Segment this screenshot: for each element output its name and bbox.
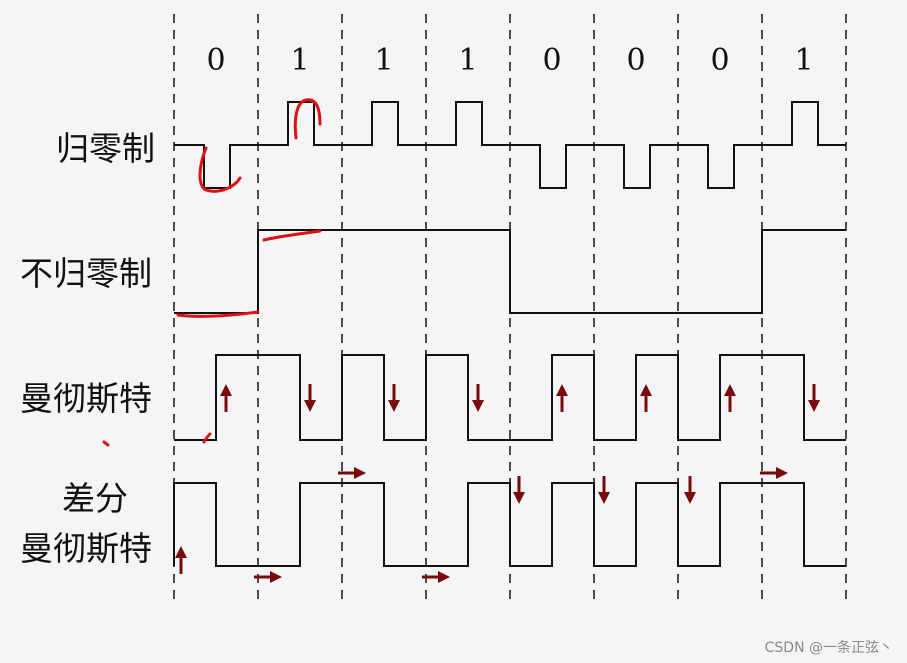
manchester-label: 曼彻斯特 — [20, 379, 152, 418]
rz-waveform — [174, 101, 846, 189]
csdn-watermark: CSDN @一条正弦丶 — [764, 640, 893, 656]
diff-manchester-label-line1: 差分 — [62, 479, 128, 518]
bit-value-label: 1 — [374, 43, 393, 78]
transition-arrow-up — [640, 384, 652, 412]
annotation-nrz-low — [176, 310, 260, 318]
transition-arrow-up — [220, 384, 232, 412]
nrz-waveform — [174, 229, 846, 314]
bit-value-label: 0 — [542, 43, 561, 78]
annotation-rz-bit1 — [293, 98, 322, 140]
transition-arrow-down — [513, 476, 525, 504]
transition-arrow-up — [556, 384, 568, 412]
transition-arrow-right — [338, 467, 366, 479]
transition-arrow-down — [684, 476, 696, 504]
bit-value-label: 1 — [290, 43, 309, 78]
bit-value-label: 0 — [206, 43, 225, 78]
annotation-dot — [102, 440, 110, 447]
nrz-label: 不归零制 — [20, 254, 152, 293]
transition-arrow-up — [175, 546, 187, 574]
transition-arrow-right — [760, 467, 788, 479]
handwritten-annotations — [102, 98, 322, 447]
annotation-manchester-start — [202, 432, 212, 444]
transition-arrow-right — [254, 571, 282, 583]
transition-arrow-down — [472, 384, 484, 412]
bit-value-label: 0 — [626, 43, 645, 78]
transition-arrows — [175, 384, 820, 583]
transition-arrow-down — [388, 384, 400, 412]
transition-arrow-down — [598, 476, 610, 504]
manchester-waveform — [174, 354, 846, 441]
diff-manchester-label-line2: 曼彻斯特 — [20, 529, 152, 568]
bit-value-label: 1 — [458, 43, 477, 78]
transition-arrow-down — [808, 384, 820, 412]
transition-arrow-up — [724, 384, 736, 412]
transition-arrow-down — [304, 384, 316, 412]
rz-label: 归零制 — [56, 129, 155, 168]
bit-value-label: 1 — [794, 43, 813, 78]
diff-manchester-waveform — [173, 482, 846, 567]
transition-arrow-right — [422, 571, 450, 583]
annotation-rz-bit0 — [198, 146, 242, 193]
annotation-nrz-high — [262, 229, 322, 242]
bit-labels: 0 1 1 1 0 0 0 1 — [206, 43, 813, 78]
bit-value-label: 0 — [710, 43, 729, 78]
